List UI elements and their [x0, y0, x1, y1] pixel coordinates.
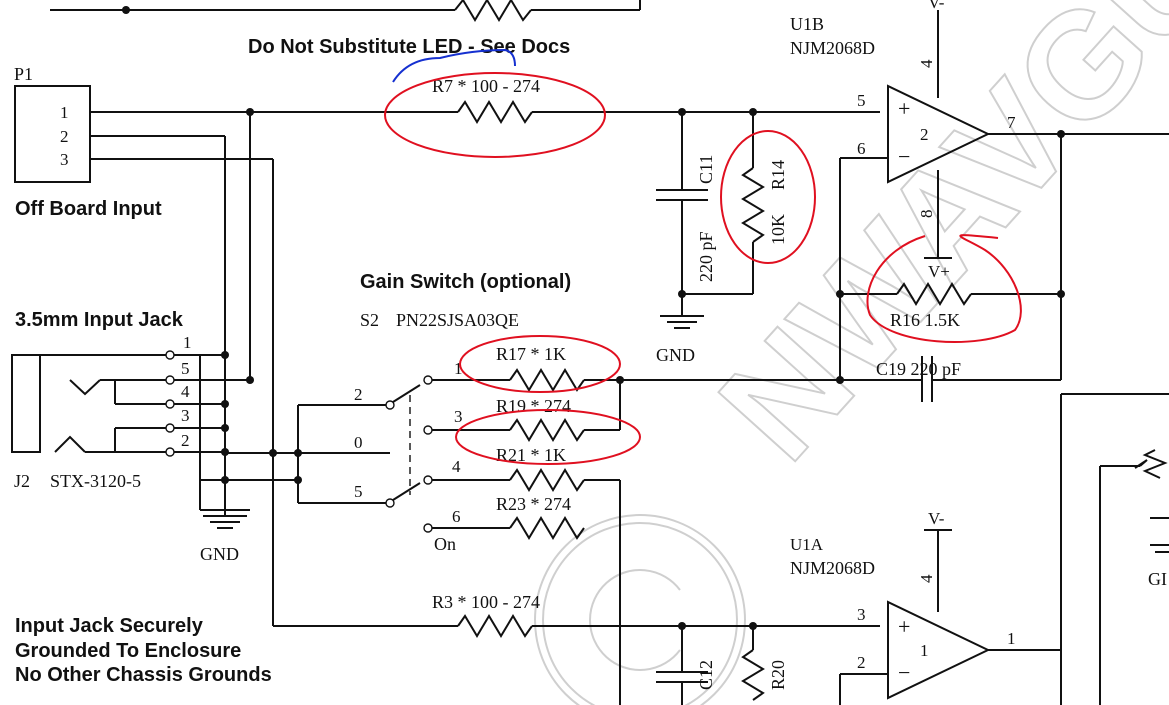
red-circle-r14: [720, 130, 816, 264]
u1b-pin8: 8: [917, 210, 936, 219]
connector-p1: P1 1 2 3 Off Board Input: [14, 64, 273, 220]
r14-value: 10K: [768, 214, 788, 245]
gnd-label-1: GND: [656, 345, 695, 365]
u1a-pin3: 3: [857, 605, 866, 624]
top-wires: [50, 0, 641, 22]
u1b-vpos: V+: [928, 262, 950, 281]
s2-pos6: 6: [452, 507, 461, 526]
resistor-r14: R14 10K: [682, 108, 816, 295]
u1a-part: NJM2068D: [790, 558, 875, 578]
j2-part: STX-3120-5: [50, 471, 141, 491]
s2-pos1: 1: [454, 359, 463, 378]
jack-title: 3.5mm Input Jack: [15, 309, 184, 331]
r7-label: R7 * 100 - 274: [432, 76, 540, 96]
watermark-text: NWAVGUITAR: [687, 0, 1169, 490]
capacitor-c19: C19 220 pF: [620, 356, 1061, 402]
s2-pos5: 5: [354, 482, 363, 501]
p1-pin1: 1: [60, 103, 69, 122]
u1a-pin1: 1: [1007, 629, 1016, 648]
r23-label: R23 * 274: [496, 494, 571, 514]
u1a-ref: U1A: [790, 535, 824, 554]
resistor-r16: R16 1.5K: [840, 234, 1061, 343]
u1b-pin6: 6: [857, 139, 866, 158]
u1b-pin4: 4: [917, 59, 936, 68]
p1-pin3: 3: [60, 150, 69, 169]
r3-label: R3 * 100 - 274: [432, 592, 540, 612]
enclosure-note-3: No Other Chassis Grounds: [15, 664, 272, 686]
r17-label: R17 * 1K: [496, 344, 566, 364]
resistor-r7: R7 * 100 - 274: [246, 72, 880, 158]
r16-label: R16 1.5K: [890, 310, 960, 330]
u1a-minus-sign: −: [898, 660, 910, 685]
s2-part: PN22SJSA03QE: [396, 310, 519, 330]
p1-pin2: 2: [60, 127, 69, 146]
j2-pin2: 2: [181, 431, 190, 450]
resistor-r23: R23 * 274: [432, 468, 621, 705]
u1a-unit: 1: [920, 641, 929, 660]
capacitor-c12: C12: [656, 622, 716, 705]
u1b-ref: U1B: [790, 14, 824, 34]
r21-label: R21 * 1K: [496, 445, 566, 465]
s2-ref: S2: [360, 310, 379, 330]
r20-ref: R20: [768, 660, 788, 690]
u1a-pin2: 2: [857, 653, 866, 672]
j2-pin3: 3: [181, 406, 190, 425]
opamp-u1b: U1B NJM2068D V- + − 2 5 6 7 4 8 V+: [790, 0, 1169, 384]
s2-pos0: 0: [354, 433, 363, 452]
right-edge-partial: GI: [1099, 449, 1169, 705]
s2-pos4: 4: [452, 457, 461, 476]
j2-pin1: 1: [183, 333, 192, 352]
s2-pos3: 3: [454, 407, 463, 426]
resistor-r20: R20: [741, 622, 788, 701]
gnd-label-cut: GI: [1148, 569, 1167, 589]
red-circle-r21: [455, 409, 641, 465]
u1b-vneg: V-: [928, 0, 945, 12]
s2-pos2: 2: [354, 385, 363, 404]
ground-c11: GND: [656, 315, 704, 365]
red-circle-r16: [866, 234, 1022, 343]
u1b-part: NJM2068D: [790, 38, 875, 58]
red-circle-r17: [459, 335, 621, 393]
u1b-plus-sign: +: [898, 96, 910, 121]
j2-pin5: 5: [181, 359, 190, 378]
blue-annotation: [392, 48, 516, 83]
resistor-r3: R3 * 100 - 274: [272, 592, 880, 638]
u1a-pin4: 4: [917, 574, 936, 583]
jack-j2: 1 5 4 3 2 J2 STX-3120-5: [11, 310, 298, 510]
u1b-pin5: 5: [857, 91, 866, 110]
r14-ref: R14: [768, 160, 788, 190]
c11-ref: C11: [696, 155, 716, 184]
resistor-r17: R17 * 1K: [432, 335, 624, 393]
gain-title: Gain Switch (optional): [360, 271, 571, 293]
capacitor-c11: C11 220 pF: [656, 108, 716, 315]
s2-on-label: On: [434, 534, 456, 554]
u1b-pin7: 7: [1007, 113, 1016, 132]
c12-ref: C12: [696, 660, 716, 690]
red-circle-r7: [384, 72, 606, 158]
ground-jack: GND: [200, 480, 250, 564]
gnd-label-2: GND: [200, 544, 239, 564]
opamp-u1a: U1A NJM2068D V- 4 + − 1 3 2 1: [790, 393, 1169, 705]
j2-ref: J2: [14, 471, 30, 491]
p1-ref: P1: [14, 64, 33, 84]
u1b-minus-sign: −: [898, 144, 910, 169]
led-note: Do Not Substitute LED - See Docs: [248, 36, 570, 58]
resistor-r21: R21 * 1K: [455, 409, 641, 465]
enclosure-note-2: Grounded To Enclosure: [15, 640, 241, 662]
j2-pin4: 4: [181, 382, 190, 401]
u1b-unit: 2: [920, 125, 929, 144]
switch-s2: 2 0 5 1 3 4 6 On: [225, 359, 463, 554]
c11-value: 220 pF: [696, 231, 716, 282]
u1a-plus-sign: +: [898, 614, 910, 639]
u1a-vneg: V-: [928, 509, 945, 528]
enclosure-note-1: Input Jack Securely: [15, 615, 204, 637]
c19-label: C19 220 pF: [876, 359, 961, 379]
watermark: NWAVGUITAR: [534, 0, 1169, 705]
off-board-label: Off Board Input: [15, 198, 162, 220]
